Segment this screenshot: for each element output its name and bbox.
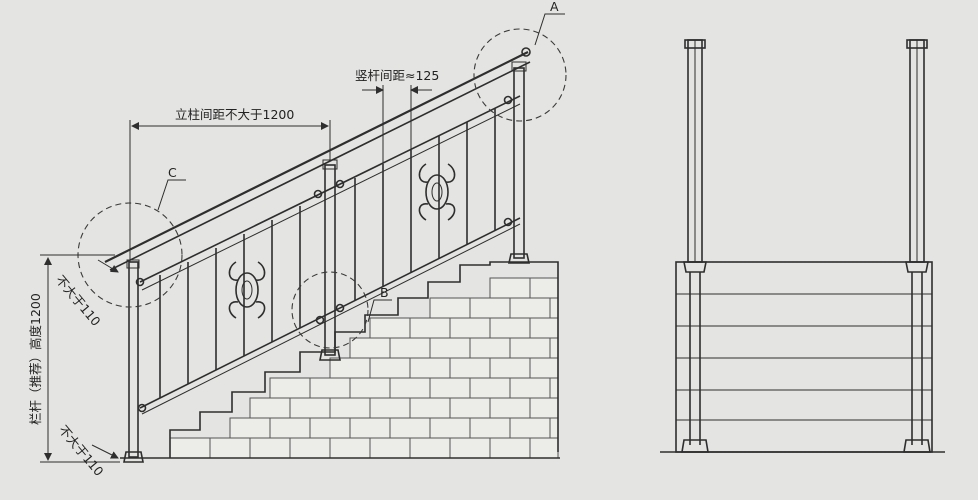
section-post-right [903, 39, 931, 453]
lower-rail [139, 217, 521, 409]
brick [509, 417, 551, 439]
brick [469, 417, 511, 439]
height-label: 栏杆（推荐）高度1200 [28, 293, 43, 425]
brick [449, 357, 491, 379]
brick [289, 397, 331, 419]
brick [369, 357, 411, 379]
brick [209, 437, 251, 459]
brick [369, 437, 411, 459]
side-section-view [660, 39, 945, 453]
brick [369, 317, 411, 339]
brick [529, 397, 559, 419]
brick [489, 437, 531, 459]
baluster-spacing-dimension: 竖杆间距≈125 [355, 68, 439, 165]
brick [169, 437, 211, 459]
brick [369, 397, 411, 419]
brick [509, 297, 551, 319]
brick [249, 437, 291, 459]
brick [329, 357, 371, 379]
brick [449, 317, 491, 339]
ornament-scroll-right [418, 163, 456, 221]
brick [469, 377, 511, 399]
brick [549, 297, 559, 319]
gap-top-label: 不大于110 [53, 272, 104, 329]
brick [489, 357, 531, 379]
brick [349, 377, 391, 399]
brick [529, 357, 559, 379]
brick [489, 277, 531, 299]
post-left [123, 259, 144, 463]
brick [549, 337, 559, 359]
brick [549, 377, 559, 399]
brick [429, 417, 471, 439]
brick [349, 417, 391, 439]
brick [389, 337, 431, 359]
brick [409, 437, 451, 459]
detail-circle-a [473, 28, 567, 122]
brick [329, 437, 371, 459]
brick [229, 417, 271, 439]
balusters-right-panel [354, 108, 496, 300]
brick [429, 337, 471, 359]
brick [269, 377, 311, 399]
brick [429, 297, 471, 319]
detail-b-label: B [380, 285, 389, 300]
brick [249, 397, 291, 419]
post-spacing-label: 立柱间距不大于1200 [175, 107, 294, 122]
brick [529, 317, 559, 339]
brick [349, 337, 391, 359]
leader-c [157, 179, 186, 211]
stair-outline [169, 261, 559, 458]
brick [489, 317, 531, 339]
brick [449, 437, 491, 459]
brick [409, 357, 451, 379]
brick [269, 417, 311, 439]
brick [429, 377, 471, 399]
brick [549, 417, 559, 439]
leader-a [534, 13, 565, 46]
stair-masonry [120, 261, 560, 459]
handrail [104, 51, 529, 263]
brick [469, 337, 511, 359]
brick [309, 417, 351, 439]
brick [409, 397, 451, 419]
ornament-scroll-left [228, 261, 266, 319]
brick [289, 437, 331, 459]
post-right [508, 61, 530, 264]
brick [529, 277, 559, 299]
brick [309, 377, 351, 399]
brick [329, 397, 371, 419]
brick [409, 317, 451, 339]
detail-a-label: A [550, 0, 559, 14]
brick [489, 397, 531, 419]
brick [389, 377, 431, 399]
stair-railing [104, 47, 531, 463]
post-middle [319, 159, 341, 361]
brick [389, 417, 431, 439]
gap-bottom-label: 不大于110 [56, 422, 107, 479]
brick [449, 397, 491, 419]
balusters-left-panel [159, 206, 301, 398]
baluster-spacing-label: 竖杆间距≈125 [355, 68, 439, 83]
brick [509, 377, 551, 399]
upper-rail [139, 95, 521, 283]
post-spacing-dimension: 立柱间距不大于1200 [129, 107, 331, 262]
brick [529, 437, 559, 459]
brick [469, 297, 511, 319]
leader-b [367, 299, 392, 323]
brick [509, 337, 551, 359]
height-dimension: 栏杆（推荐）高度1200 [28, 254, 120, 463]
detail-c-label: C [168, 165, 177, 180]
section-post-left [681, 39, 709, 453]
detail-circle-b [291, 271, 369, 349]
